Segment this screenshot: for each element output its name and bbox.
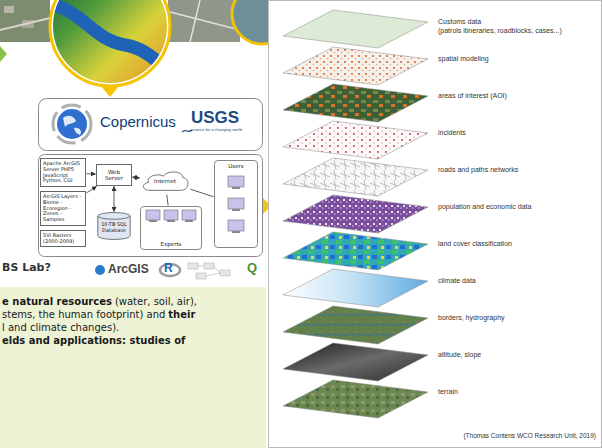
source-caption: (Thomas Contens WCO Research Unit, 2019) bbox=[463, 432, 596, 439]
aerial-photo bbox=[4, 6, 14, 13]
layer-label: spatial modeling bbox=[438, 55, 489, 63]
computer-stand bbox=[185, 220, 193, 222]
logo-text: ArcGIS bbox=[108, 263, 149, 277]
globe-ring bbox=[53, 105, 91, 143]
body-text: e natural resources bbox=[2, 296, 112, 308]
connector bbox=[87, 173, 96, 174]
connector bbox=[167, 195, 168, 206]
arcgis-globe bbox=[95, 265, 105, 275]
logo-text: Q bbox=[247, 261, 257, 276]
logo-frame bbox=[39, 99, 263, 151]
aerial-photo bbox=[0, 0, 50, 42]
aerial-photo bbox=[168, 0, 240, 42]
body-text: elds and applications: studies of bbox=[2, 335, 185, 347]
map-layer bbox=[283, 10, 428, 48]
aerial-road bbox=[170, 0, 240, 42]
database-cylinder: 10-TB SQL Database bbox=[96, 212, 132, 240]
map-layer bbox=[283, 232, 428, 270]
node-text: Web Server bbox=[99, 169, 129, 182]
node-text: Internet bbox=[154, 178, 176, 184]
workflow-icon bbox=[188, 263, 198, 269]
internet-cloud: Internet bbox=[140, 168, 190, 194]
map-layer bbox=[283, 269, 428, 307]
layer-label: land cover classification bbox=[438, 240, 512, 248]
layer-label: altitude, slope bbox=[438, 351, 481, 359]
map-layer bbox=[283, 84, 428, 122]
logo-text: USGS bbox=[191, 108, 239, 128]
map-layer bbox=[283, 158, 428, 196]
text-ground bbox=[0, 287, 266, 448]
software-box: Apache ArcGIS Server PHP5 JavaScript Pyt… bbox=[40, 158, 86, 187]
layer-label: climate data bbox=[438, 277, 476, 285]
workflow-line bbox=[198, 266, 220, 276]
logo-text: R bbox=[164, 262, 173, 276]
usgs-wave bbox=[182, 130, 192, 132]
map-layer bbox=[283, 47, 428, 85]
connector bbox=[114, 187, 115, 212]
architecture-frame bbox=[39, 155, 263, 257]
node-text: Experts bbox=[161, 241, 182, 247]
map-layer bbox=[283, 121, 428, 159]
layer-label: population and economic data bbox=[438, 203, 531, 211]
computer-icon bbox=[228, 176, 244, 187]
computer-icon bbox=[228, 198, 244, 209]
layer-label: areas of interest (AOI) bbox=[438, 92, 507, 100]
computer-icon bbox=[182, 210, 196, 220]
computer-stand bbox=[167, 220, 175, 222]
globe-icon bbox=[57, 109, 87, 139]
computer-stand bbox=[149, 220, 157, 222]
server-box: Web Server bbox=[96, 164, 132, 186]
computer-icon bbox=[146, 210, 160, 220]
logo-tagline: science for a changing world bbox=[191, 128, 242, 133]
map-layer bbox=[283, 343, 428, 381]
map-layer bbox=[283, 306, 428, 344]
layer-label: borders, hydrography bbox=[438, 314, 505, 322]
computer-stand bbox=[232, 231, 240, 233]
logo-text: Copernicus bbox=[100, 113, 176, 130]
layers-box: ArcGIS Layers -Biome -Ecoregion -Zones -… bbox=[40, 191, 86, 226]
section-heading: BS Lab? bbox=[2, 262, 51, 275]
layer-label: (patrols itineraries, roadblocks, cases.… bbox=[438, 27, 562, 35]
workflow-icon bbox=[204, 263, 214, 269]
map-layer bbox=[283, 195, 428, 233]
cloud-outline bbox=[143, 172, 188, 190]
computer-icon bbox=[164, 210, 178, 220]
body-text: (water, soil, air), bbox=[115, 296, 197, 308]
node-text: SVI Rasters (2000-2009) bbox=[43, 233, 83, 245]
computer-stand bbox=[232, 209, 240, 211]
connector bbox=[133, 177, 140, 179]
layer-label: roads and paths networks bbox=[438, 166, 518, 174]
layer-label: Customs data bbox=[438, 18, 481, 26]
workflow-icon bbox=[196, 273, 206, 279]
connector bbox=[191, 189, 214, 196]
pointer bbox=[100, 85, 120, 97]
layer-label: incidents bbox=[438, 129, 466, 137]
map-layer bbox=[283, 380, 428, 418]
cylinder-outline bbox=[98, 213, 130, 240]
chevron bbox=[0, 46, 7, 62]
node-text: 10-TB SQL Database bbox=[98, 222, 130, 234]
body-text: stems, the human footprint) and bbox=[2, 309, 165, 321]
body-text: their bbox=[168, 309, 195, 321]
computer-icon bbox=[228, 220, 244, 231]
layer-panel bbox=[269, 1, 602, 448]
experts-box: Experts bbox=[140, 206, 202, 250]
connector bbox=[87, 187, 97, 193]
workflow-icon bbox=[220, 270, 230, 276]
node-text: Users bbox=[228, 163, 243, 169]
body-text: l and climate changes). bbox=[2, 322, 119, 334]
cylinder-rim bbox=[98, 216, 130, 219]
aerial-road bbox=[0, 18, 50, 30]
node-text: ArcGIS Layers -Biome -Ecoregion -Zones -… bbox=[43, 194, 83, 223]
users-box: Users bbox=[214, 160, 258, 248]
layer-label: terrain bbox=[438, 388, 458, 396]
node-text: Apache ArcGIS Server PHP5 JavaScript Pyt… bbox=[43, 161, 83, 184]
map-circle bbox=[50, 0, 170, 86]
globe-land bbox=[63, 116, 81, 135]
raster-box: SVI Rasters (2000-2009) bbox=[40, 230, 86, 248]
computer-stand bbox=[232, 187, 240, 189]
